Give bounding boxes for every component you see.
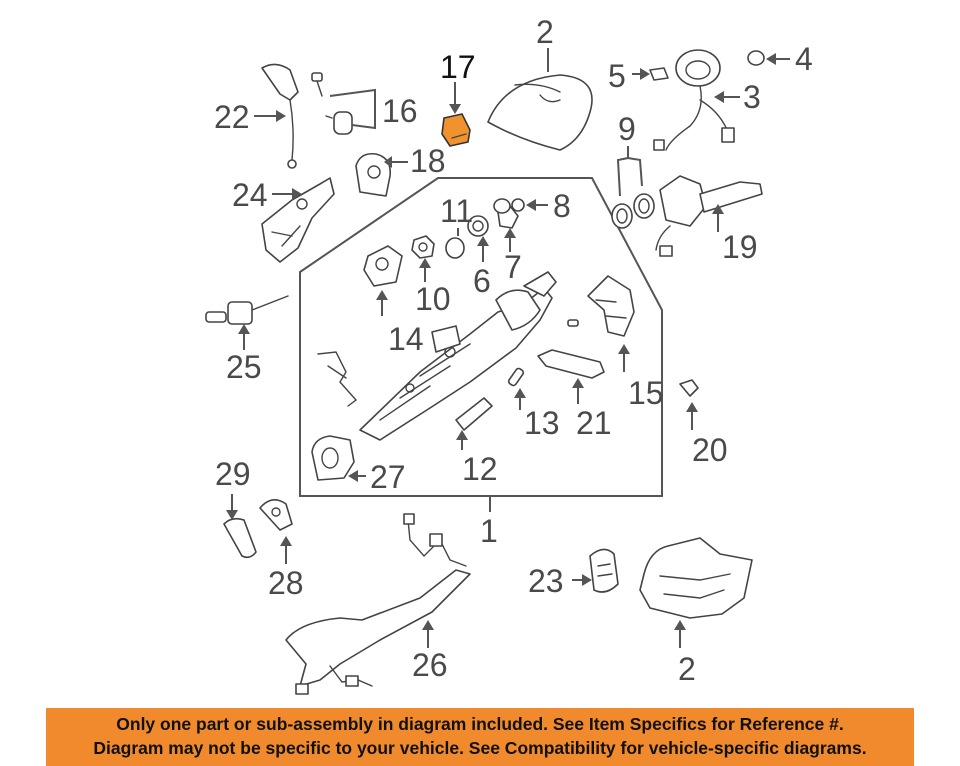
callout-23: 23	[528, 563, 564, 599]
part-9-rings	[611, 193, 655, 229]
part-column-shaft	[359, 271, 557, 441]
callout-20: 20	[692, 432, 728, 468]
arrow-28	[280, 536, 292, 546]
leader-16	[329, 88, 376, 130]
callout-17: 17	[440, 49, 476, 85]
arrow-24	[292, 188, 302, 200]
arrow-29	[226, 510, 238, 520]
callout-26: 26	[412, 647, 448, 683]
callout-6: 6	[473, 263, 491, 299]
callout-12: 12	[462, 451, 498, 487]
callout-10: 10	[415, 281, 451, 317]
arrow-14	[376, 290, 388, 300]
assembly-outline	[299, 177, 663, 497]
callout-13: 13	[524, 405, 560, 441]
callout-11: 11	[440, 193, 473, 229]
arrow-18	[384, 156, 392, 168]
callout-25: 25	[226, 349, 262, 385]
callout-4: 4	[795, 41, 813, 77]
callout-15: 15	[628, 375, 664, 411]
arrow-5	[640, 68, 650, 80]
part-4-ring	[747, 50, 765, 66]
part-24-lever-bracket	[261, 177, 335, 263]
part-2-lower-shroud	[639, 537, 753, 619]
part-2-upper-shroud	[487, 74, 593, 151]
part-14-bracket-link	[317, 351, 358, 407]
arrow-3	[714, 91, 724, 103]
arrow-21	[572, 378, 584, 388]
arrow-8	[526, 199, 536, 211]
disclaimer-line-2: Diagram may not be specific to your vehi…	[93, 738, 867, 758]
part-25-rod	[205, 295, 289, 325]
callout-24: 24	[232, 177, 268, 213]
callout-18: 18	[410, 143, 446, 179]
callout-22: 22	[214, 99, 250, 135]
disclaimer-banner: Only one part or sub-assembly in diagram…	[46, 708, 914, 766]
part-28-bracket	[259, 499, 293, 531]
arrow-27	[348, 470, 358, 482]
callout-19: 19	[722, 229, 758, 265]
part-16-bolts	[311, 72, 353, 135]
part-3-clockspring	[653, 49, 735, 151]
part-15-bracket	[587, 275, 635, 337]
part-29-clip	[223, 517, 257, 559]
part-14-housing	[363, 245, 403, 287]
callout-29: 29	[215, 456, 251, 492]
part-8-washer	[493, 198, 525, 214]
leader-9	[616, 146, 643, 197]
part-20-sensor	[679, 379, 699, 397]
part-26-shaft	[285, 513, 471, 695]
part-22-tilt-lever	[261, 63, 299, 169]
part-23-cover	[589, 548, 619, 593]
disclaimer-line-1: Only one part or sub-assembly in diagram…	[116, 714, 844, 734]
callout-9: 9	[618, 111, 636, 147]
arrow-22	[276, 110, 286, 122]
part-21-plate	[537, 349, 605, 379]
part-17-highlighted	[441, 113, 471, 147]
callout-3: 3	[743, 79, 761, 115]
part-18-bracket	[355, 152, 392, 197]
part-12-sleeve	[455, 397, 493, 431]
callout-7: 7	[504, 249, 522, 285]
callout-27: 27	[370, 459, 406, 495]
callout-2-bottom: 2	[678, 651, 696, 687]
arrow-19	[712, 204, 724, 214]
arrow-6	[477, 236, 489, 246]
part-5-clip	[649, 67, 669, 81]
arrow-13	[514, 388, 526, 398]
arrow-7	[504, 228, 516, 238]
part-27-lock-housing	[311, 435, 355, 481]
part-10-nut	[411, 235, 435, 259]
callout-21: 21	[576, 405, 612, 441]
callout-16: 16	[382, 93, 418, 129]
part-small-pins	[567, 319, 579, 327]
callout-28: 28	[268, 565, 304, 601]
callout-14: 14	[388, 321, 424, 357]
arrow-26	[422, 620, 434, 630]
callout-1: 1	[480, 513, 498, 549]
callout-2-top: 2	[536, 14, 554, 50]
arrow-10	[419, 258, 431, 268]
callout-5: 5	[608, 58, 626, 94]
arrow-17	[449, 104, 461, 114]
part-6-ring	[467, 215, 489, 237]
part-13-pin	[507, 367, 525, 387]
arrow-25	[238, 324, 250, 334]
part-19-switch	[655, 175, 763, 257]
callout-8: 8	[553, 188, 571, 224]
arrow-2-bottom	[674, 620, 686, 630]
arrow-20	[686, 402, 698, 412]
part-11-bushing	[445, 237, 465, 259]
arrow-23	[582, 574, 592, 586]
arrow-12	[456, 430, 468, 440]
arrow-4	[766, 53, 776, 65]
arrow-15	[618, 344, 630, 354]
